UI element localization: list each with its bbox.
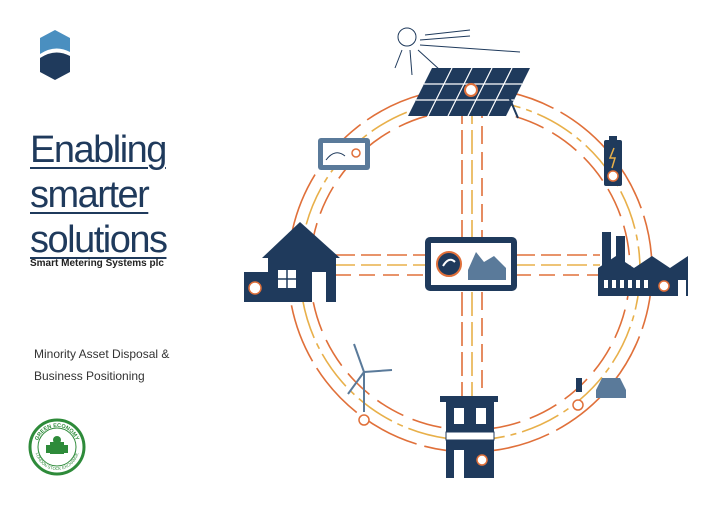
- house-icon: [244, 222, 340, 302]
- monitor-icon: [318, 138, 370, 170]
- wind-turbine-icon: [347, 343, 393, 426]
- title-line-2: solutions: [30, 219, 168, 261]
- page-title: Enabling smarter solutions: [30, 128, 280, 263]
- battery-icon: [604, 136, 622, 186]
- solar-panel-icon: [408, 67, 530, 119]
- smart-display-icon: [425, 237, 517, 291]
- subtitle-line-1: Minority Asset Disposal &: [34, 347, 170, 361]
- company-name: Smart Metering Systems plc: [30, 258, 164, 269]
- subtitle: Minority Asset Disposal & Business Posit…: [34, 343, 169, 387]
- company-logo-icon: [40, 30, 70, 80]
- green-economy-badge-icon: GREEN ECONOMY LONDON STOCK EXCHANGE: [28, 418, 86, 476]
- energy-network-illustration: [244, 27, 688, 478]
- subtitle-line-2: Business Positioning: [34, 369, 145, 383]
- factory-icon: [598, 232, 688, 296]
- title-line-1: Enabling smarter: [30, 129, 167, 216]
- car-icon: [572, 378, 626, 411]
- sun-icon: [394, 27, 521, 76]
- shop-icon: [440, 396, 498, 478]
